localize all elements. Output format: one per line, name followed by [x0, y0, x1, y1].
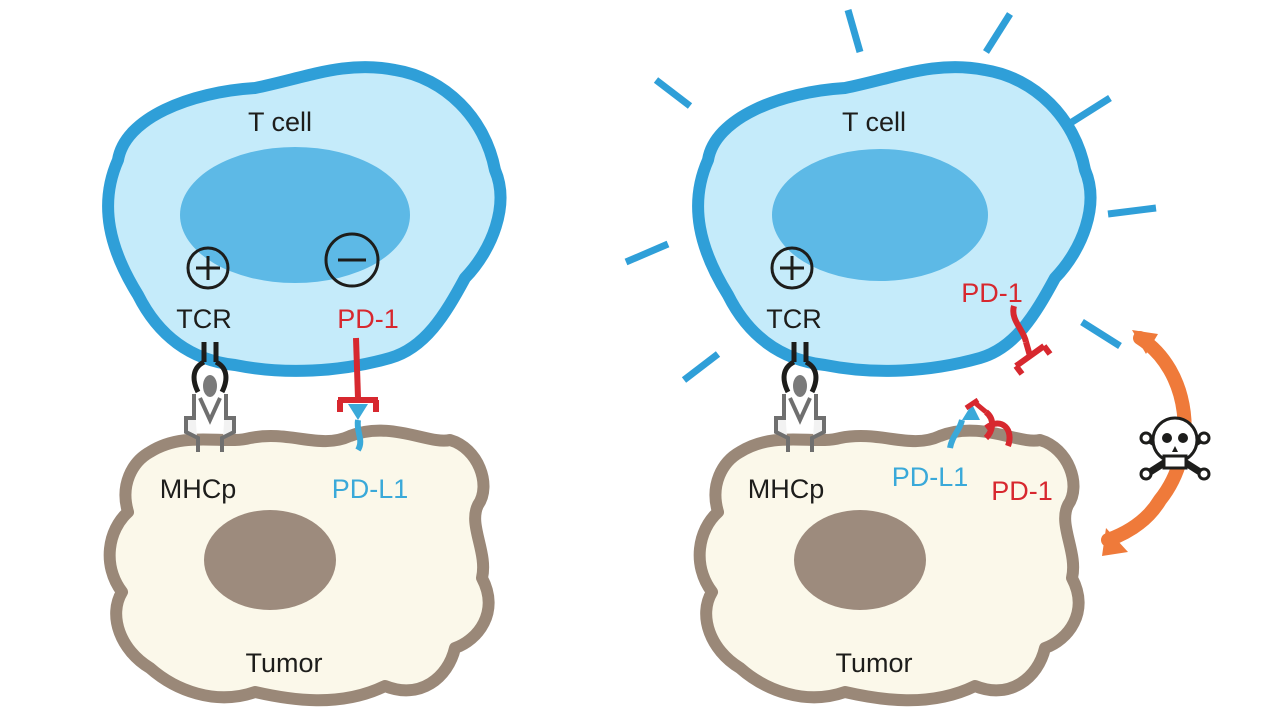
t-cell-nucleus-right	[772, 149, 988, 281]
tumor-nucleus-right	[794, 510, 926, 610]
plus-circle-icon	[770, 246, 814, 290]
t-cell-nucleus-left	[180, 147, 410, 283]
pdl1-label-right: PD-L1	[892, 462, 969, 492]
right-panel: T cell TCR PD-1 MHCp PD-L1 PD-1 Tumor	[624, 9, 1211, 707]
pdl1-label-left: PD-L1	[332, 474, 409, 504]
mhcp-label-left: MHCp	[160, 474, 237, 504]
tcr-mhcp-complex-left	[184, 342, 236, 452]
pd1-label-left: PD-1	[337, 304, 399, 334]
tumor-label-left: Tumor	[245, 648, 322, 678]
pd1-unbound-tcell	[1010, 305, 1053, 376]
tcr-label-right: TCR	[766, 304, 822, 334]
tcr-label-left: TCR	[176, 304, 232, 334]
mhcp-label-right: MHCp	[748, 474, 825, 504]
pd1-pdl1-cis-binding-tumor	[947, 397, 1013, 449]
activation-rays	[624, 9, 1157, 383]
curved-arrow-icon	[1101, 330, 1192, 556]
pd1-tcell-label-right: PD-1	[961, 278, 1023, 308]
minus-circle-icon	[324, 232, 380, 288]
tumor-nucleus-left	[204, 510, 336, 610]
pd1-tumor-label-right: PD-1	[991, 476, 1053, 506]
t-cell-label-left: T cell	[248, 107, 312, 137]
tcr-mhcp-complex-right	[774, 342, 826, 452]
plus-circle-icon	[186, 246, 230, 290]
tumor-label-right: Tumor	[835, 648, 912, 678]
pd1-pdl1-binding-left	[337, 337, 379, 452]
skull-crossbones-icon	[1139, 416, 1211, 481]
t-cell-label-right: T cell	[842, 107, 906, 137]
left-panel: T cell TCR PD-1 MHCp PD-L1 Tumor	[102, 61, 507, 707]
